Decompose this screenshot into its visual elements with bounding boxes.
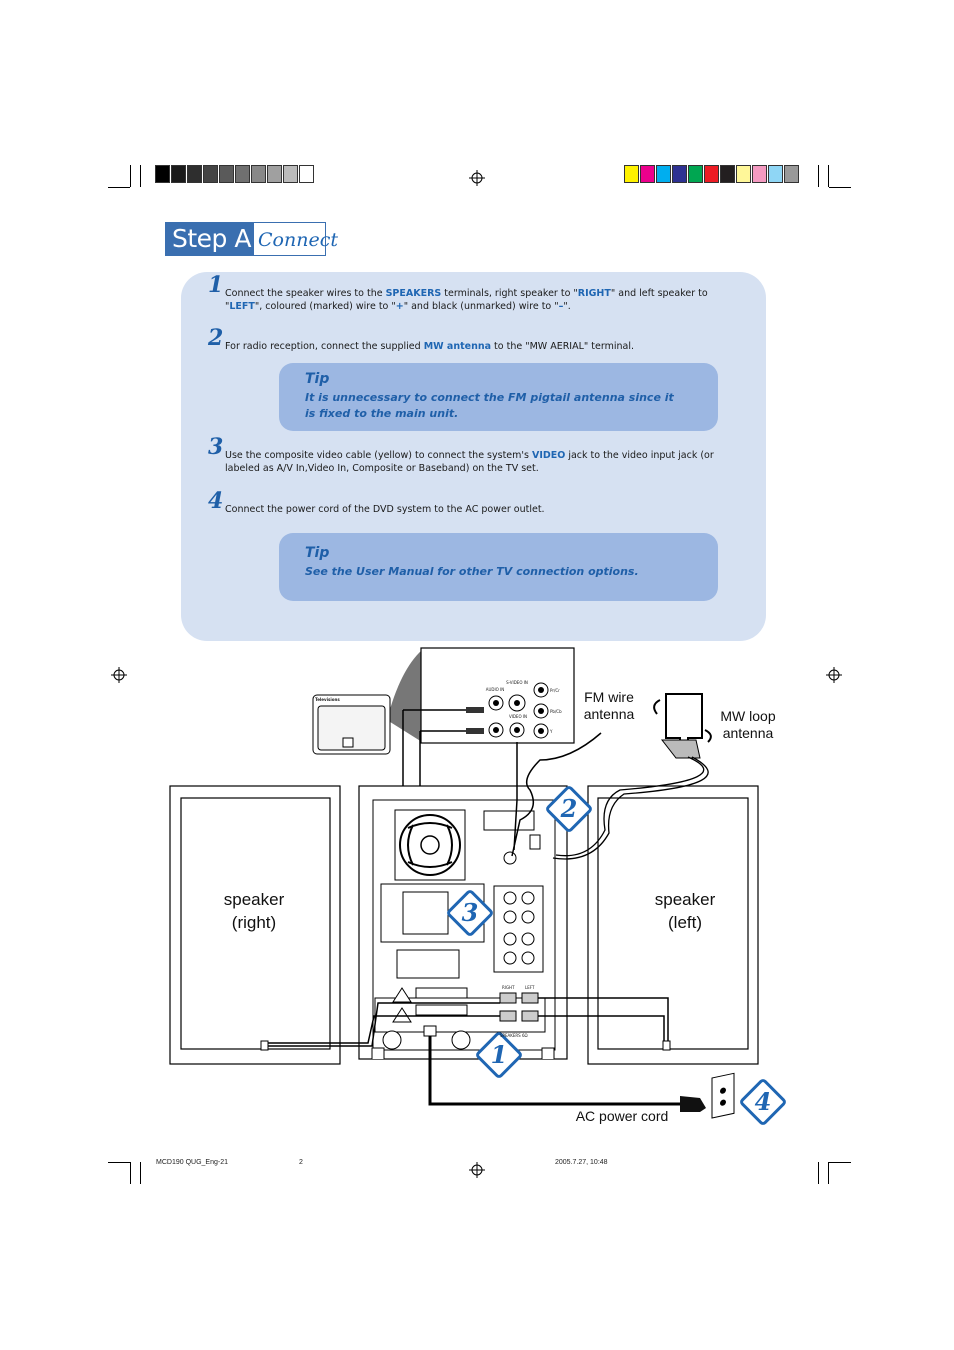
color-swatch	[656, 165, 671, 183]
tip-box-2: Tip See the User Manual for other TV con…	[279, 533, 718, 601]
tip-text: It is unnecessary to connect the FM pigt…	[305, 391, 674, 420]
gray-swatch-bar	[155, 165, 315, 183]
step-text: Connect the power cord of the DVD system…	[225, 504, 545, 515]
color-swatch	[672, 165, 687, 183]
crop-mark	[829, 1162, 851, 1163]
footer-file: MCD190 QUG_Eng-21	[156, 1159, 228, 1166]
speaker-right-label: speaker(right)	[223, 890, 285, 932]
jack-pb-label: Pb/Cb	[550, 709, 562, 714]
crop-mark	[108, 187, 130, 188]
step-2-badge-icon: 2	[546, 786, 592, 832]
tip-box-1: Tip It is unnecessary to connect the FM …	[279, 363, 718, 431]
svg-text:4: 4	[755, 1087, 772, 1116]
color-swatch	[640, 165, 655, 183]
tip-title: Tip	[305, 545, 330, 561]
color-swatch	[171, 165, 186, 183]
jack-audio-in-label: AUDIO IN	[485, 687, 505, 692]
color-swatch	[283, 165, 298, 183]
step-header: Step A Connect	[165, 222, 338, 256]
step-number: 1	[208, 272, 224, 298]
step-1-badge-icon: 1	[476, 1032, 522, 1078]
footer-page: 2	[299, 1159, 303, 1166]
crop-mark	[828, 165, 829, 187]
color-swatch	[624, 165, 639, 183]
color-swatch	[251, 165, 266, 183]
step-number: 3	[208, 434, 224, 460]
step-title: Connect	[258, 229, 338, 251]
step-text: Connect the speaker wires to the SPEAKER…	[225, 288, 708, 312]
registration-target-icon	[469, 1162, 485, 1178]
color-swatch	[688, 165, 703, 183]
color-swatch	[752, 165, 767, 183]
crop-mark	[140, 165, 141, 187]
jack-y-label: Y	[550, 729, 553, 734]
jack-video-in-label: VIDEO IN	[508, 714, 528, 719]
step-3-badge-icon: 3	[447, 890, 493, 936]
footer-date: 2005.7.27, 10:48	[555, 1159, 608, 1166]
svg-text:3: 3	[462, 898, 479, 927]
crop-mark	[818, 1162, 819, 1184]
crop-mark	[130, 165, 131, 187]
unit-speakers-label: SPEAKERS 6Ω	[500, 1033, 528, 1038]
crop-mark	[829, 187, 851, 188]
color-swatch	[155, 165, 170, 183]
registration-target-icon	[469, 170, 485, 186]
step-4-badge-icon: 4	[740, 1079, 786, 1125]
step-label: Step A	[166, 223, 254, 255]
tip-title: Tip	[305, 371, 330, 387]
color-swatch	[187, 165, 202, 183]
speaker-left-label: speaker(left)	[654, 890, 716, 932]
registration-target-icon	[111, 667, 127, 683]
crop-mark	[108, 1162, 130, 1163]
crop-mark	[140, 1162, 141, 1184]
color-swatch	[768, 165, 783, 183]
ac-power-cord-label: AC power cord	[575, 1108, 669, 1124]
color-swatch	[704, 165, 719, 183]
svg-text:1: 1	[491, 1040, 508, 1069]
color-swatch-bar	[624, 165, 800, 183]
crop-mark	[130, 1162, 131, 1184]
step-number: 2	[208, 325, 224, 351]
step-text: Use the composite video cable (yellow) t…	[225, 450, 714, 474]
connection-diagram	[169, 647, 759, 1119]
color-swatch	[267, 165, 282, 183]
jack-svideo-in-label: S-VIDEO IN	[506, 680, 528, 685]
unit-right-label: RIGHT	[502, 985, 515, 990]
jack-pr-label: Pr/Cr	[550, 688, 560, 693]
tip-text: See the User Manual for other TV connect…	[305, 565, 639, 578]
step-number: 4	[208, 488, 224, 514]
crop-mark	[818, 165, 819, 187]
svg-text:2: 2	[560, 794, 578, 823]
color-swatch	[203, 165, 218, 183]
color-swatch	[784, 165, 799, 183]
registration-target-icon	[826, 667, 842, 683]
color-swatch	[720, 165, 735, 183]
color-swatch	[235, 165, 250, 183]
color-swatch	[299, 165, 314, 183]
step-text: For radio reception, connect the supplie…	[225, 341, 634, 352]
unit-left-label: LEFT	[525, 985, 535, 990]
color-swatch	[736, 165, 751, 183]
tv-brand-label: Televisions	[315, 697, 340, 702]
color-swatch	[219, 165, 234, 183]
crop-mark	[828, 1162, 829, 1184]
